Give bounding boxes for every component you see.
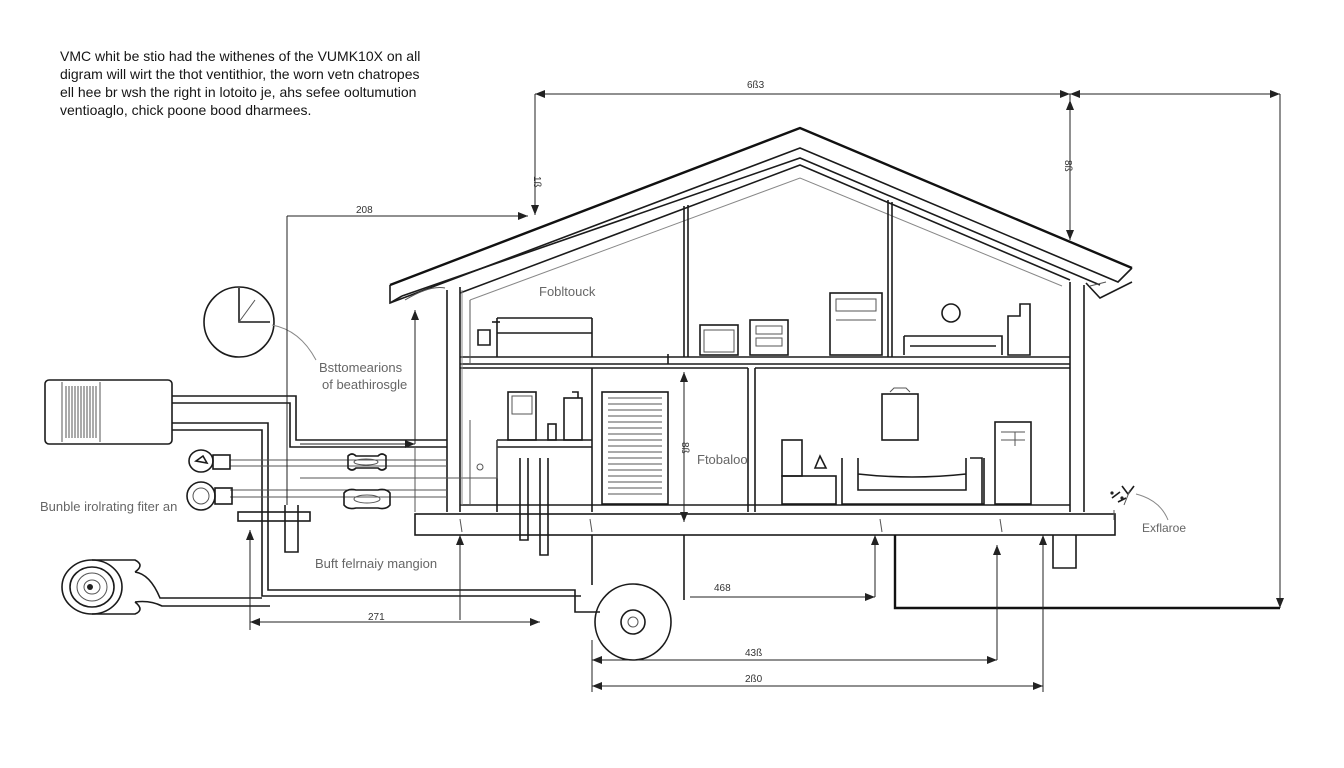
intro-line: VMC whit be stio had the withenes of the… xyxy=(60,48,421,64)
roof-right-height-dimension: 8ß xyxy=(1062,160,1073,172)
heat-recovery-label: of beathirosgle xyxy=(322,377,408,392)
floor-label: Ftobaloo xyxy=(697,452,748,467)
radiator-fins xyxy=(608,397,662,495)
heat-recovery-label: Bsttomearions xyxy=(319,360,403,375)
attic-label: Fobltouck xyxy=(539,284,596,299)
floor-height-dimension xyxy=(680,372,688,522)
inline-filters xyxy=(343,453,402,510)
duct-network xyxy=(134,290,600,613)
bottom-lower-dimension: 43ß xyxy=(745,648,763,659)
bottom-total-dimension: 2ß0 xyxy=(745,674,763,685)
exhaust-label: Exflaroe xyxy=(1142,521,1187,535)
basement-label: Buft felrnaiy mangion xyxy=(315,556,438,571)
exhaust-device xyxy=(1110,485,1169,521)
control-dial xyxy=(203,286,317,361)
roof-left-height-dimension: 1ß xyxy=(531,176,542,188)
bundle-filter-label: Bunble irolrating fiter an xyxy=(40,499,178,514)
top-width-dimension: 6ß3 xyxy=(747,80,765,91)
vmc-unit xyxy=(44,379,173,445)
intro-line: ell hee br wsh the right in lotoito je, … xyxy=(60,84,417,100)
bottom-left-dimension: 271 xyxy=(368,612,385,623)
intro-line: ventioaglo, chick poone bood dharmees. xyxy=(60,102,312,118)
roof xyxy=(389,126,1133,305)
foundation xyxy=(414,513,1280,610)
damper-units xyxy=(186,449,233,511)
bottom-mid-dimension: 468 xyxy=(714,583,731,594)
house-walls xyxy=(446,164,1085,512)
floor-height-dimension-text: 8ß xyxy=(679,442,690,454)
intro-text: VMC whit be stio had the withenes of the… xyxy=(60,47,460,119)
left-span-dimension: 208 xyxy=(356,205,373,216)
vmc-unit-grille xyxy=(65,386,97,438)
dimension-lines xyxy=(246,90,1284,692)
wheel xyxy=(594,583,672,661)
intro-line: digram will wirt the thot ventithior, th… xyxy=(60,66,420,82)
round-fan xyxy=(61,559,141,615)
ground-floor-furniture xyxy=(496,387,1032,512)
attic-furniture xyxy=(477,292,1031,357)
